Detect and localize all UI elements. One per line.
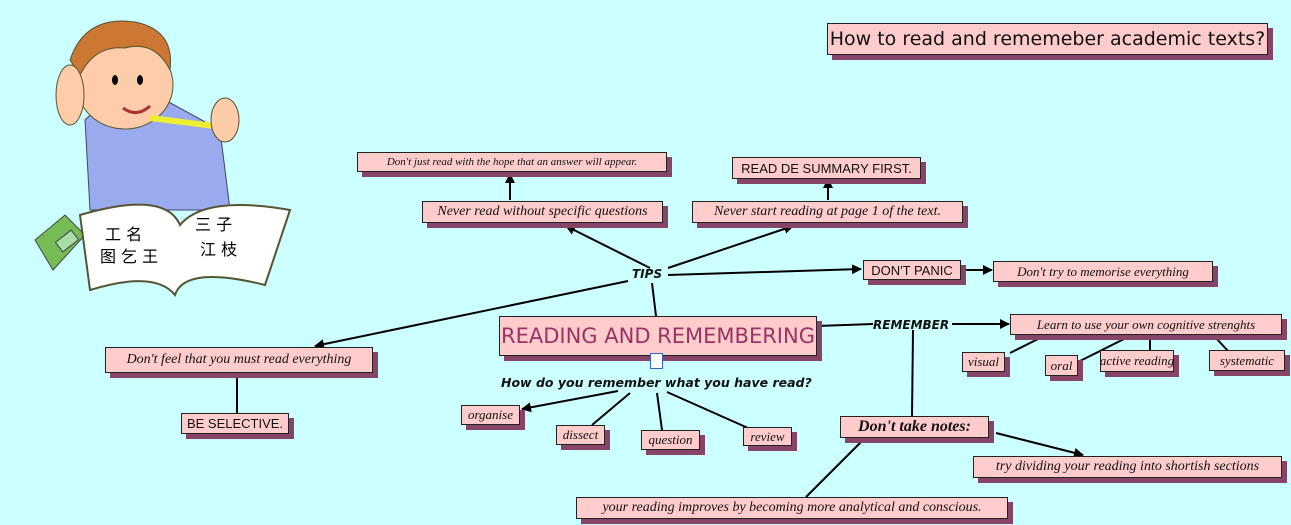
svg-text:工 名: 工 名 xyxy=(105,225,142,244)
node-summary[interactable]: READ DE SUMMARY FIRST. xyxy=(732,157,921,179)
link-tips: TIPS xyxy=(632,267,663,281)
svg-text:江 枝: 江 枝 xyxy=(200,240,237,259)
node-active-reading[interactable]: active reading xyxy=(1100,350,1174,372)
svg-text:图 乞 王: 图 乞 王 xyxy=(100,247,158,266)
node-selective[interactable]: BE SELECTIVE. xyxy=(181,413,289,434)
node-dissect[interactable]: dissect xyxy=(556,425,605,445)
student-reading-illustration: 工 名 图 乞 王 三 子 江 枝 xyxy=(34,20,292,298)
node-read-everything[interactable]: Don't feel that you must read everything xyxy=(105,347,373,373)
node-review[interactable]: review xyxy=(743,427,792,446)
central-concept[interactable]: READING AND REMEMBERING xyxy=(499,316,817,356)
node-oral[interactable]: oral xyxy=(1045,355,1078,376)
map-title: How to read and rememeber academic texts… xyxy=(827,23,1268,55)
node-take-notes[interactable]: Don't take notes: xyxy=(840,416,989,438)
node-page1[interactable]: Never start reading at page 1 of the tex… xyxy=(692,201,963,223)
central-question: How do you remember what you have read? xyxy=(501,375,812,390)
node-dividing[interactable]: try dividing your reading into shortish … xyxy=(973,456,1282,478)
node-question[interactable]: question xyxy=(641,430,700,450)
node-visual[interactable]: visual xyxy=(962,352,1005,372)
link-remember: REMEMBER xyxy=(873,318,950,332)
node-systematic[interactable]: systematic xyxy=(1209,350,1285,371)
svg-text:三 子: 三 子 xyxy=(195,215,232,234)
node-panic[interactable]: DON'T PANIC xyxy=(863,260,961,280)
node-questions[interactable]: Never read without specific questions xyxy=(422,201,663,223)
node-improves[interactable]: your reading improves by becoming more a… xyxy=(576,497,1008,519)
node-cognitive[interactable]: Learn to use your own cognitive strenght… xyxy=(1010,314,1282,335)
document-icon[interactable] xyxy=(650,353,663,369)
node-organise[interactable]: organise xyxy=(461,405,520,425)
node-hope[interactable]: Don't just read with the hope that an an… xyxy=(357,152,667,172)
node-memorise[interactable]: Don't try to memorise everything xyxy=(993,261,1213,282)
